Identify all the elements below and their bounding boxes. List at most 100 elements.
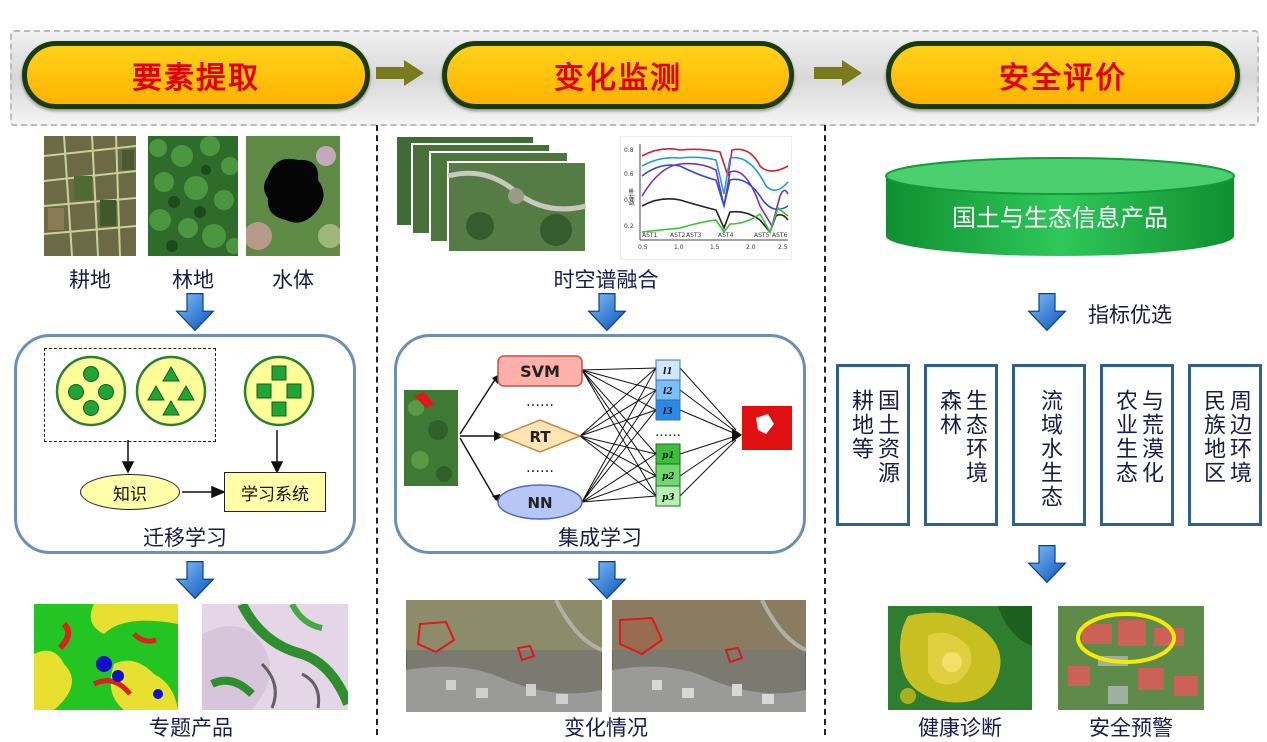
rt-model-node: RT	[497, 419, 583, 453]
band-label: AST3	[686, 232, 702, 239]
safety-warning-image	[1058, 606, 1204, 710]
change-image-before	[406, 600, 602, 712]
spectral-reflectance-chart: AST1 AST2 AST3 AST4 AST5 AST6 0.5 1.0 1.…	[620, 136, 792, 260]
y-tick: 0.8	[624, 147, 634, 154]
thematic-map-image	[34, 604, 178, 710]
card-text: 森林	[936, 389, 961, 437]
column-separator	[824, 125, 826, 735]
stage-feature-extraction: 要素提取	[22, 41, 370, 109]
right-arrow-icon	[814, 60, 862, 86]
nn-label: NN	[527, 494, 552, 512]
down-arrow-icon	[584, 292, 630, 332]
knowledge-node: 知识	[80, 474, 180, 510]
index-selection-label: 指标优选	[1088, 303, 1172, 327]
down-arrow-icon	[172, 292, 218, 332]
y-tick: 0.2	[624, 223, 634, 230]
down-arrow-icon	[1024, 292, 1070, 332]
ensemble-learning-panel	[394, 334, 806, 554]
change-image-after	[612, 600, 806, 712]
health-diagnosis-title: 健康诊断	[918, 716, 1002, 740]
satellite-image-stack	[396, 136, 586, 253]
band-label: AST5	[754, 232, 770, 239]
database-cylinder	[885, 157, 1235, 256]
svm-model-node: SVM	[497, 355, 583, 387]
output-change-image	[742, 406, 792, 450]
source-domain-box	[44, 348, 216, 442]
node-label: l1	[663, 367, 673, 377]
forest-image	[148, 136, 238, 256]
down-arrow-icon	[1024, 544, 1070, 584]
rt-label: RT	[529, 428, 551, 446]
stage-change-monitoring-label: 变化监测	[554, 61, 682, 96]
card-watershed-ecology: 流域水生态	[1012, 364, 1086, 526]
blue-output-nodes: l1 l2 l3	[655, 359, 681, 421]
band-label: AST4	[718, 232, 734, 239]
triangle-samples-icon	[135, 355, 207, 427]
ensemble-learning-title: 集成学习	[558, 526, 642, 550]
card-text: 生态环境	[962, 389, 987, 485]
learning-system-label: 学习系统	[241, 484, 309, 505]
column-separator	[376, 125, 378, 735]
card-agri-ecology: 与荒漠化 农业生态	[1100, 364, 1174, 526]
band-label: AST2	[670, 232, 686, 239]
change-map-image	[202, 604, 348, 710]
transfer-connectors	[121, 430, 284, 499]
x-tick: 0.5	[638, 244, 648, 251]
ellipsis: ……	[526, 394, 554, 410]
card-text: 农业生态	[1112, 389, 1137, 485]
ensemble-network-diagram: SVM …… RT …… NN l1 l2 l3 …… p1 p2 p3	[404, 355, 792, 520]
band-label: AST1	[642, 232, 658, 239]
svm-label: SVM	[520, 362, 560, 381]
card-text: 与荒漠化	[1138, 389, 1163, 485]
card-text: 周边环境	[1226, 389, 1251, 485]
transfer-learning-title: 迁移学习	[143, 526, 227, 550]
square-samples-icon	[243, 355, 315, 427]
stage-safety-evaluation: 安全评价	[886, 41, 1240, 109]
x-tick: 1.0	[674, 244, 684, 251]
card-text: 国土资源	[874, 389, 899, 485]
down-arrow-icon	[584, 560, 630, 600]
health-diagnosis-image	[888, 606, 1032, 710]
ellipsis: ……	[526, 460, 554, 476]
nn-model-node: NN	[497, 484, 583, 520]
card-text: 耕地等	[848, 389, 873, 461]
fusion-title: 时空谱融合	[553, 268, 659, 292]
x-tick: 2.0	[746, 244, 756, 251]
card-text: 民族地区	[1200, 389, 1225, 485]
card-land-resources: 国土资源 耕地等	[836, 364, 910, 526]
down-arrow-icon	[172, 560, 218, 600]
node-label: p2	[662, 472, 675, 482]
right-arrow-icon	[376, 60, 424, 86]
y-tick: 0.4	[624, 197, 634, 204]
input-image	[404, 390, 458, 486]
database-title: 国土与生态信息产品	[952, 204, 1168, 232]
x-tick: 2.5	[778, 244, 788, 251]
safety-warning-title: 安全预警	[1089, 716, 1173, 740]
label-forest: 林地	[172, 268, 214, 292]
band-label: AST6	[772, 232, 788, 239]
node-label: p1	[662, 451, 675, 461]
thematic-product-title: 专题产品	[149, 716, 233, 740]
learning-system-node: 学习系统	[224, 472, 326, 512]
stage-change-monitoring: 变化监测	[442, 41, 794, 109]
y-tick: 0.6	[624, 171, 634, 178]
knowledge-label: 知识	[113, 484, 147, 505]
node-label: l3	[663, 407, 673, 417]
circle-samples-icon	[55, 355, 127, 427]
cropland-image	[44, 136, 136, 256]
node-label: p3	[662, 493, 675, 503]
stage-feature-extraction-label: 要素提取	[132, 61, 260, 96]
green-output-nodes: p1 p2 p3	[655, 443, 681, 507]
label-cropland: 耕地	[69, 268, 111, 292]
ellipsis: ……	[655, 425, 681, 440]
change-situation-title: 变化情况	[564, 716, 648, 740]
node-label: l2	[663, 387, 673, 397]
card-ethnic-regions: 周边环境 民族地区	[1188, 364, 1262, 526]
water-body-image	[246, 136, 340, 256]
card-eco-environment: 生态环境 森林	[924, 364, 998, 526]
y-axis-label: 反射率	[628, 188, 636, 206]
label-water: 水体	[272, 268, 314, 292]
card-text: 流域水生态	[1037, 389, 1062, 509]
stage-safety-evaluation-label: 安全评价	[999, 61, 1127, 96]
x-tick: 1.5	[710, 244, 720, 251]
